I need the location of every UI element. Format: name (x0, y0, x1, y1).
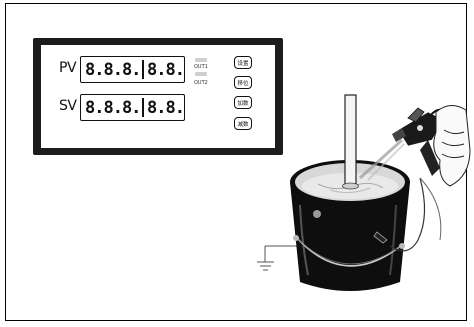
sv-display-divider (142, 98, 144, 117)
decrease-button[interactable]: 减数 (234, 117, 252, 130)
out2-label: OUT2 (194, 80, 208, 86)
ground-symbol-icon (257, 245, 300, 271)
shift-button[interactable]: 移位 (234, 76, 252, 89)
grounding-rod-icon (342, 94, 359, 190)
hose-icon (389, 177, 426, 252)
sv-display: 8.8.8. 8.8. (80, 94, 185, 121)
pv-display: 8.8.8. 8.8. (80, 56, 185, 83)
sv-display-sub: 8.8. (147, 97, 185, 118)
increase-button[interactable]: 加数 (234, 96, 252, 109)
out1-indicator-led (195, 58, 207, 62)
pv-display-divider (142, 60, 144, 79)
pv-display-main: 8.8.8. (85, 59, 141, 80)
sv-label: SV (59, 98, 77, 114)
sv-display-main: 8.8.8. (85, 97, 141, 118)
hand-icon (433, 105, 471, 187)
out2-indicator-led (195, 72, 207, 76)
set-button[interactable]: 设置 (234, 56, 252, 69)
pv-display-sub: 8.8. (147, 59, 185, 80)
out1-label: OUT1 (194, 64, 208, 70)
pv-label: PV (59, 60, 77, 76)
